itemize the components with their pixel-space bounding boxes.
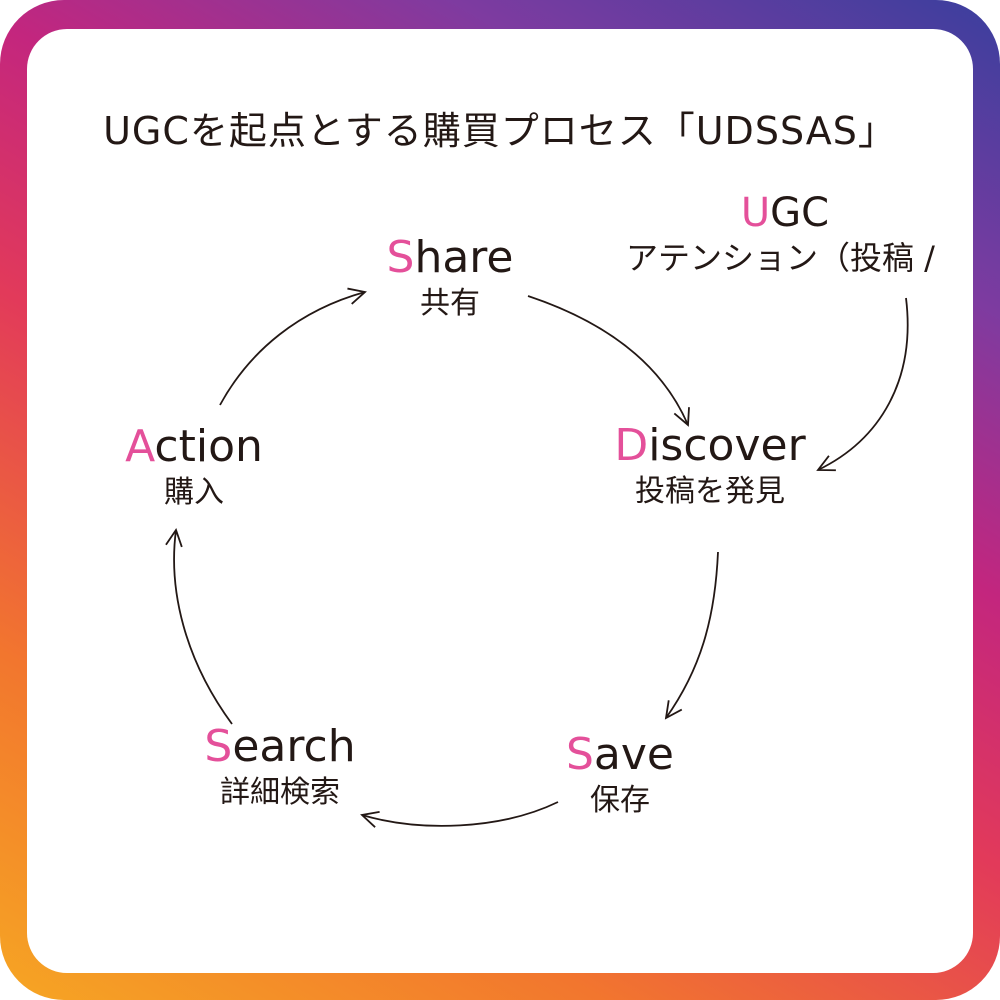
stage-search-rest: earch: [232, 721, 356, 772]
stage-action-initial: A: [125, 421, 155, 472]
ugc-ja: アテンション（投稿 /: [626, 239, 935, 277]
ugc-source: UGC アテンション（投稿 /: [610, 188, 960, 278]
stage-share-rest: hare: [414, 232, 514, 283]
stage-save-ja: 保存: [590, 783, 650, 818]
stage-share-ja: 共有: [420, 286, 480, 321]
arrow-discover-to-save: [666, 551, 719, 718]
ugc-label: UGC: [610, 188, 960, 238]
arrow-save-to-search: [362, 801, 559, 826]
arrow-share-to-discover: [527, 295, 688, 425]
stage-action: Action 購入: [94, 421, 294, 513]
stage-share: Share 共有: [350, 232, 550, 324]
arrow-search-to-action: [174, 530, 233, 725]
stage-action-rest: ction: [154, 421, 263, 472]
stage-action-label: Action: [94, 421, 294, 473]
ugc-rest: GC: [770, 190, 830, 236]
stage-discover-rest: iscover: [648, 420, 806, 471]
arrow-ugc-to-discover: [818, 297, 909, 470]
stage-discover: Discover 投稿を発見: [590, 420, 830, 512]
diagram-title: UGCを起点とする購買プロセス「UDSSAS」: [103, 109, 897, 153]
stage-save-initial: S: [565, 729, 594, 780]
diagram-card: [27, 29, 973, 973]
stage-discover-initial: D: [614, 420, 649, 471]
stage-save-label: Save: [520, 729, 720, 781]
stage-action-ja: 購入: [164, 475, 224, 510]
stage-discover-label: Discover: [590, 420, 830, 472]
stage-discover-ja: 投稿を発見: [635, 474, 785, 509]
stage-search: Search 詳細検索: [180, 721, 380, 813]
stage-search-ja: 詳細検索: [220, 775, 340, 810]
stage-search-label: Search: [180, 721, 380, 773]
stage-share-initial: S: [386, 232, 415, 283]
ugc-initial: U: [740, 190, 771, 236]
stage-share-label: Share: [350, 232, 550, 284]
stage-save-rest: ave: [593, 729, 674, 780]
stage-search-initial: S: [204, 721, 233, 772]
arrow-action-to-share: [219, 292, 365, 406]
stage-save: Save 保存: [520, 729, 720, 821]
